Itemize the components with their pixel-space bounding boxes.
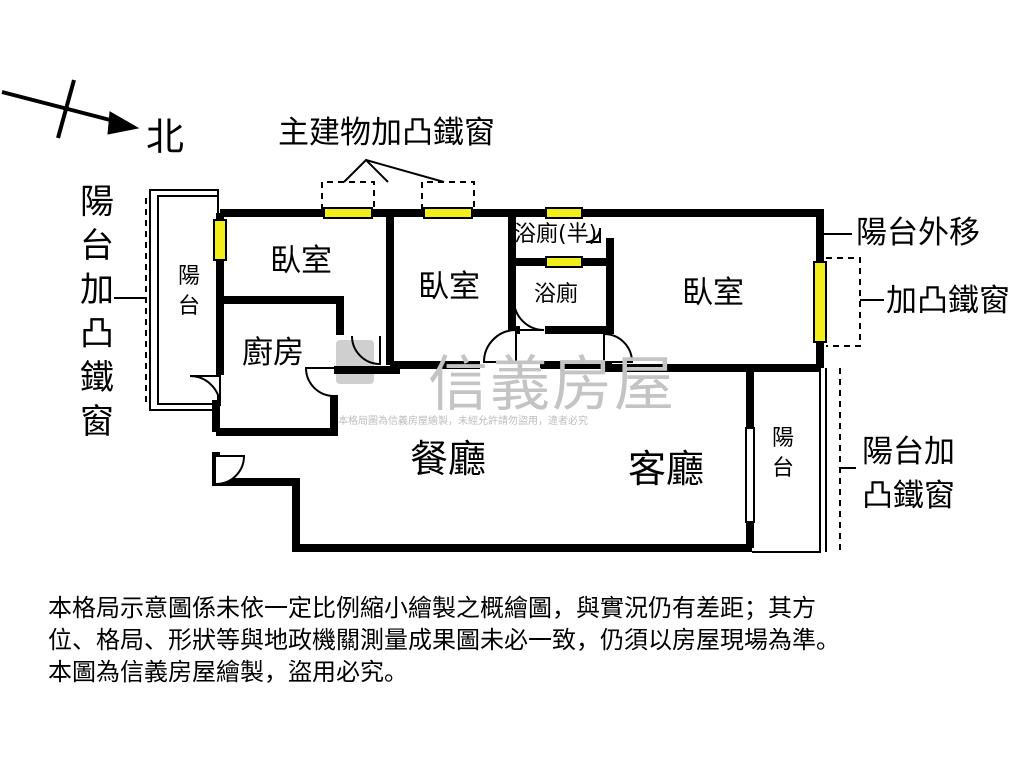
watermark-brand: 信義房屋 <box>428 350 676 420</box>
main-building-window-label: 主建物加凸鐵窗 <box>278 115 495 151</box>
north-label: 北 <box>146 115 185 159</box>
balcony-moved-label: 陽台外移 <box>856 215 980 251</box>
north-arrow-icon <box>1 79 140 139</box>
sliding-door <box>745 427 755 523</box>
bay-window-right-label: 加凸鐵窗 <box>886 283 1010 319</box>
balcony-window-right-label: 陽台加凸鐵窗 <box>862 434 955 514</box>
dashed-window-outlines <box>145 181 861 552</box>
room-bathroom: 浴廁 <box>534 282 579 307</box>
disclaimer-text: 本格局示意圖係未依一定比例縮小繪製之概繪圖，與實況仍有差距；其方 位、格局、形狀… <box>48 594 840 686</box>
watermark-notice: 本格局圖為信義房屋繪製，未經允許請勿盜用，違者必究 <box>338 416 588 427</box>
doors <box>189 227 634 485</box>
balcony-window-left-text: 陽台加凸鐵窗 <box>80 182 114 442</box>
room-half-bath: 浴廁(半) <box>514 222 598 247</box>
leader-lines <box>114 158 884 469</box>
balcony-outlines <box>149 189 827 553</box>
room-dining: 餐廳 <box>410 437 487 481</box>
room-bedroom-1: 臥室 <box>270 243 332 279</box>
room-balcony-left: 陽台 <box>178 264 201 319</box>
windows <box>213 207 827 343</box>
room-living: 客廳 <box>628 447 705 491</box>
room-balcony-right: 陽台 <box>772 426 795 481</box>
balcony-window-left-label: 陽台加凸鐵窗 <box>80 180 114 444</box>
room-kitchen: 廚房 <box>242 335 304 371</box>
room-bedroom-2: 臥室 <box>418 269 480 305</box>
room-bedroom-3: 臥室 <box>682 275 744 311</box>
